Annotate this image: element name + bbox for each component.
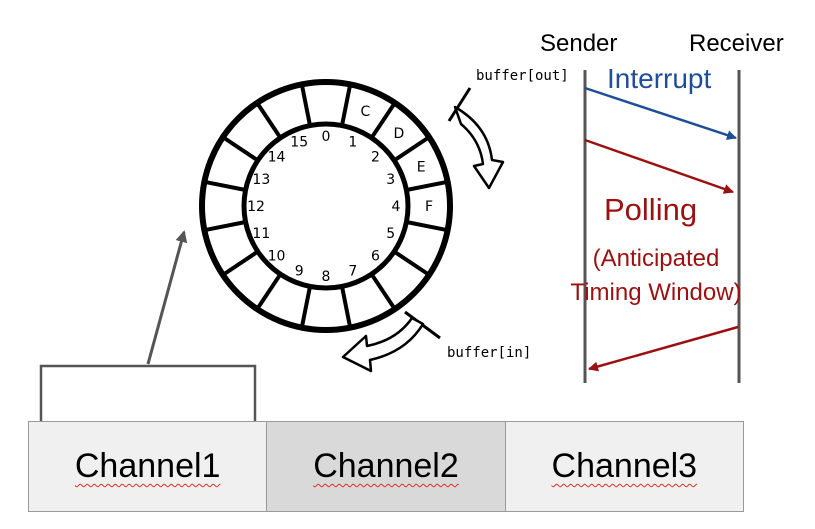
channel-3[interactable]: Channel3 [505,421,744,512]
slot-index-5: 5 [386,226,395,242]
ring-divider [255,101,283,139]
channel-bar: Channel1 Channel2 Channel3 [28,421,744,512]
ring-divider [406,179,449,192]
channel1-bracket [39,364,257,421]
channel-2-label: Channel2 [313,447,459,485]
slot-value-E: E [417,160,426,176]
slot-index-7: 7 [348,264,357,280]
slot-index-15: 15 [290,134,308,150]
slot-index-0: 0 [322,129,331,145]
in-rotation-arrow [341,316,425,373]
polling-label: Polling [604,192,698,227]
channel-3-label: Channel3 [551,447,698,485]
polling-arrow-request [584,138,734,194]
slot-index-9: 9 [295,264,304,280]
slot-index-1: 1 [348,134,357,150]
slot-index-13: 13 [252,172,270,188]
channel1-arrow [146,230,188,365]
ring-inner [241,121,411,291]
out-pointer-bar [447,87,472,122]
ring-divider [393,249,431,277]
slot-value-D: D [393,126,404,142]
buffer-in-label: buffer[in] [447,345,532,361]
ring-divider [340,286,353,329]
channel-1-label: Channel1 [74,447,221,485]
slot-value-F: F [425,199,433,215]
buffer-out-label: buffer[out] [476,68,569,84]
ring-dividers [203,83,449,329]
slot-index-12: 12 [247,199,265,215]
receiver-label: Receiver [689,30,784,57]
ring-divider [221,135,259,163]
polling-arrow-response [588,325,739,372]
channel1-link [39,230,257,421]
interrupt-label: Interrupt [607,63,712,94]
timing-window-line1: (Anticipated [592,245,720,272]
slot-index-2: 2 [371,150,380,166]
timing-diagram [583,70,741,383]
slot-value-C: C [361,104,371,120]
ring-divider [406,220,449,233]
sender-label: Sender [540,30,618,57]
ring-divider [255,273,283,311]
ring-outer [199,79,453,333]
slot-index-14: 14 [268,150,286,166]
channel-1[interactable]: Channel1 [28,421,268,512]
ring-divider [299,286,312,329]
ring-divider [369,273,397,311]
in-pointer [341,310,441,373]
slot-index-4: 4 [392,199,401,215]
ring-divider [393,135,431,163]
channel-2[interactable]: Channel2 [267,421,506,512]
ring-divider [340,83,353,126]
ring-divider [299,83,312,126]
slot-index-6: 6 [371,248,380,264]
out-pointer [447,87,505,190]
slot-index-10: 10 [268,248,286,264]
slot-index-8: 8 [322,269,331,285]
slot-index-11: 11 [252,226,270,242]
out-rotation-arrow [453,105,505,190]
interrupt-arrow [584,86,737,140]
ring-divider [203,179,246,192]
ring-divider [203,220,246,233]
timing-window-line2: Timing Window) [570,279,742,306]
timing-window-label: (Anticipated Timing Window) [552,242,760,310]
ring-divider [221,249,259,277]
ring-divider [369,101,397,139]
slot-index-3: 3 [386,172,395,188]
